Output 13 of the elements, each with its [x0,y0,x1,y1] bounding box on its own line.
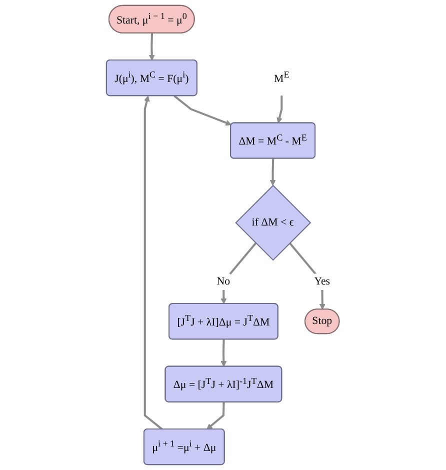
edge-label: Yes [314,276,330,288]
arrow [289,242,326,310]
node-text: M$^{E}$ [274,70,290,85]
arrow [206,402,225,430]
arrow [276,96,283,124]
edge-label: No [216,276,230,288]
arrow [174,95,232,126]
node-diamond: if ΔM < ϵ [235,184,312,261]
arrow [220,242,257,304]
arrow [270,158,276,186]
arrow [144,96,164,430]
arrow [220,339,227,367]
arrow [149,33,156,61]
